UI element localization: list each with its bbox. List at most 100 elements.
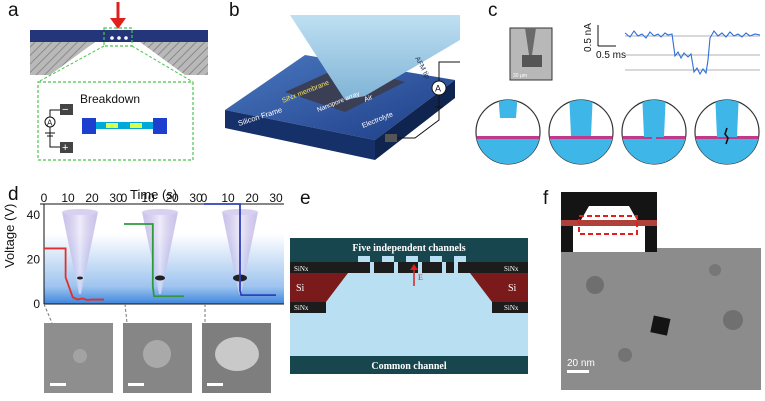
membrane-bar <box>30 30 208 42</box>
x-tick-label: 20 <box>245 191 259 205</box>
left-electrode-block <box>82 118 96 134</box>
x-tick-label: 20 <box>165 191 179 205</box>
si-left-label: Si <box>296 283 305 294</box>
pore-dot <box>110 36 114 40</box>
silicon-right <box>140 42 208 75</box>
pipette-schematic-4 <box>694 99 760 165</box>
sem-pore <box>650 315 671 336</box>
channel-well-5 <box>454 256 466 262</box>
pipette-cone-top <box>62 209 98 215</box>
plus-sign: + <box>62 142 68 154</box>
zoom-guide <box>43 303 53 324</box>
y-tick-label: 0 <box>33 297 40 311</box>
x-tick-label: 0 <box>121 191 128 205</box>
breakdown-box <box>37 81 194 161</box>
silicon-frame-front <box>225 110 375 160</box>
sem-scale-label: 20 nm <box>567 358 595 369</box>
x-tick-label: 0 <box>201 191 208 205</box>
x-tick-label: 10 <box>221 191 235 205</box>
sem-spot <box>586 276 604 294</box>
zoom-line-right <box>131 45 194 83</box>
sin-right-bottom-label: SiNx <box>504 304 519 312</box>
inset-membrane <box>561 220 657 226</box>
inset-red-box <box>578 215 638 235</box>
membrane-pore <box>442 262 446 273</box>
pipette-cone <box>142 212 178 294</box>
bottom-channel <box>290 356 528 374</box>
channel-well-2 <box>382 256 394 262</box>
plus-electrode <box>60 142 73 153</box>
electrode-probe <box>385 134 397 142</box>
membrane-pore <box>454 262 458 273</box>
voltage-series-1 <box>44 247 104 301</box>
pore-dot <box>124 36 128 40</box>
si-left <box>290 273 348 302</box>
tem-pore <box>73 349 87 363</box>
photo-chip <box>522 55 542 67</box>
membrane-pore <box>418 262 422 273</box>
channel-glow <box>106 123 118 128</box>
current-scale-label: 0.5 nA <box>583 23 594 52</box>
ammeter-symbol: A <box>435 84 441 94</box>
x-tick-label: 30 <box>109 191 123 205</box>
field-arrow-head-icon <box>410 264 418 270</box>
zoom-box-small <box>103 27 133 47</box>
sem-spot <box>723 310 743 330</box>
panel-c-figure: 30 μm 0.5 nA 0.5 ms <box>475 23 761 165</box>
panel-label-d: d <box>8 184 19 205</box>
voltage-axis-label: Voltage (V) <box>2 204 17 268</box>
tem-pore <box>215 337 259 371</box>
panel-label-c: c <box>488 0 498 21</box>
pipette-cone <box>62 212 98 294</box>
photo-pipette <box>525 28 536 55</box>
panel-f-figure: 20 nm <box>561 192 761 390</box>
pore-mark <box>155 275 165 281</box>
time-axis-label: Time (s) <box>130 187 177 202</box>
pipette-schematic-1 <box>475 99 541 165</box>
afm-cantilever <box>290 15 460 100</box>
panel-b-illustration: AFM tip A SiNx membrane Nanopore array A… <box>225 15 460 160</box>
tem-scale-bar <box>207 383 223 386</box>
panel-label-b: b <box>229 0 240 21</box>
right-electrode-block <box>153 118 167 134</box>
voltage-series-3 <box>204 203 276 297</box>
y-tick-label: 20 <box>27 253 41 267</box>
x-tick-label: 10 <box>61 191 75 205</box>
sem-spot <box>709 264 721 276</box>
photo-scale: 30 μm <box>513 73 527 79</box>
circuit-wire <box>49 138 60 148</box>
panel-e-diagram: Five independent channels Common channel… <box>290 238 528 374</box>
si-right-label: Si <box>508 283 517 294</box>
panel-label-a: a <box>8 0 19 21</box>
field-label: E <box>418 273 423 282</box>
si-right <box>470 273 528 302</box>
circuit-wire <box>438 61 460 81</box>
channel-glow <box>130 123 142 128</box>
sin-right-bottom-bar <box>492 302 528 313</box>
membrane-pore <box>394 262 398 273</box>
sin-right-top-label: SiNx <box>504 265 519 273</box>
tem-scale-bar <box>128 383 144 386</box>
membrane-pore <box>370 262 374 273</box>
minus-electrode <box>60 104 73 115</box>
voltage-series-2 <box>124 223 184 298</box>
bottom-channel-label: Common channel <box>371 361 447 372</box>
channel-well-3 <box>406 256 418 262</box>
x-tick-label: 0 <box>41 191 48 205</box>
pipette-schematic-2 <box>548 99 614 165</box>
current-trace <box>624 30 761 76</box>
circuit-wire <box>49 109 60 117</box>
pore-dot <box>117 36 121 40</box>
silicon-left <box>30 42 95 75</box>
y-tick-label: 40 <box>27 208 41 222</box>
inset-chamber <box>573 226 645 252</box>
pipette-schematic-3 <box>621 99 687 165</box>
x-tick-label: 20 <box>85 191 99 205</box>
zoom-guide <box>124 303 128 324</box>
sem-scale-bar <box>567 370 589 373</box>
panel-label-e: e <box>300 188 311 209</box>
tem-scale-bar <box>50 383 66 386</box>
x-tick-label: 30 <box>269 191 283 205</box>
sin-left-bottom-label: SiNx <box>294 304 309 312</box>
